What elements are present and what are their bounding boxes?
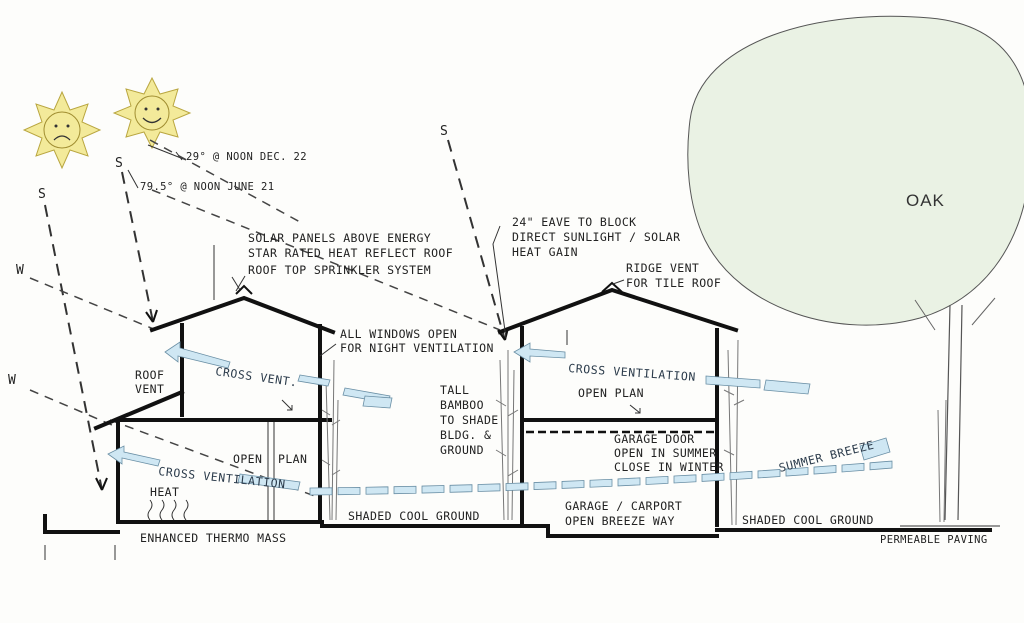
garage-label: OPEN BREEZE WAY bbox=[565, 514, 675, 528]
roof-vent-label: ROOF bbox=[135, 368, 164, 382]
sprinkler-label: ROOF TOP SPRINKLER SYSTEM bbox=[248, 263, 431, 277]
wind-direction-mark: W bbox=[8, 373, 16, 388]
breeze-dash bbox=[505, 482, 529, 491]
winter-sun-angle-label: 29° @ NOON DEC. 22 bbox=[186, 151, 307, 163]
happy-sun-icon bbox=[112, 76, 192, 150]
garage-door-label: GARAGE DOOR bbox=[614, 432, 695, 446]
breeze-dash bbox=[645, 475, 669, 485]
heat-label: HEAT bbox=[150, 485, 179, 499]
open-plan-left-label: OPEN bbox=[233, 452, 262, 466]
eave-label: DIRECT SUNLIGHT / SOLAR bbox=[512, 230, 680, 244]
garage-label: GARAGE / CARPORT bbox=[565, 499, 682, 513]
shaded-ground-label: SHADED COOL GROUND bbox=[348, 509, 480, 523]
oak-tree-icon: OAK bbox=[687, 15, 1024, 521]
eave-label: 24" EAVE TO BLOCK bbox=[512, 215, 637, 229]
open-plan-right-label: OPEN PLAN bbox=[578, 386, 644, 400]
solar-rays bbox=[29, 139, 509, 499]
eave-label: HEAT GAIN bbox=[512, 245, 578, 259]
bamboo-icon bbox=[321, 339, 947, 526]
cross-ventilation-flow-lower bbox=[107, 437, 893, 496]
cross-ventilation-flow-right bbox=[513, 342, 811, 395]
roof-vent-label: VENT bbox=[135, 382, 164, 396]
breeze-dash bbox=[729, 470, 753, 481]
breeze-dash bbox=[393, 485, 417, 495]
shaded-ground-label: SHADED COOL GROUND bbox=[742, 513, 874, 527]
ridge-vent-label: RIDGE VENT bbox=[626, 261, 699, 275]
sun-direction-mark: S bbox=[115, 156, 123, 171]
cross-vent-label: CROSS VENT. bbox=[215, 364, 299, 389]
solar-panels-label: STAR RATED HEAT REFLECT ROOF bbox=[248, 246, 453, 260]
breeze-dash bbox=[673, 474, 697, 484]
summer-sun-angle-label: 79.5° @ NOON JUNE 21 bbox=[140, 181, 274, 193]
bamboo-label: TO SHADE bbox=[440, 413, 499, 427]
thermo-mass-label: ENHANCED THERMO MASS bbox=[140, 531, 286, 545]
heat-waves-icon bbox=[147, 499, 189, 521]
wind-direction-mark: W bbox=[16, 263, 24, 278]
sad-sun-icon bbox=[22, 90, 102, 170]
garage-door-label: CLOSE IN WINTER bbox=[614, 460, 724, 474]
breeze-dash bbox=[785, 467, 809, 477]
ridge-vent-label: FOR TILE ROOF bbox=[626, 276, 721, 290]
breeze-dash bbox=[477, 483, 501, 492]
sun-direction-mark: S bbox=[440, 124, 448, 139]
breeze-dash bbox=[859, 437, 891, 461]
oak-label: OAK bbox=[906, 191, 945, 210]
permeable-paving-label: PERMEABLE PAVING bbox=[880, 534, 988, 546]
breeze-dash bbox=[337, 486, 361, 496]
breeze-dash bbox=[421, 485, 445, 494]
breeze-dash bbox=[533, 481, 557, 490]
bamboo-label: GROUND bbox=[440, 443, 484, 457]
breeze-dash bbox=[701, 472, 725, 482]
windows-label: FOR NIGHT VENTILATION bbox=[340, 341, 494, 355]
bamboo-label: BAMBOO bbox=[440, 398, 484, 412]
breeze-dash bbox=[841, 462, 865, 473]
breeze-dash bbox=[365, 486, 389, 495]
open-plan-left-label: PLAN bbox=[278, 452, 307, 466]
breeze-dash bbox=[617, 477, 641, 487]
breeze-dash bbox=[309, 487, 333, 496]
breeze-dash bbox=[813, 465, 837, 475]
garage-door-label: OPEN IN SUMMER bbox=[614, 446, 717, 460]
solar-panels-label: SOLAR PANELS ABOVE ENERGY bbox=[248, 231, 431, 245]
breeze-dash bbox=[589, 478, 613, 488]
breeze-dash bbox=[561, 480, 585, 489]
bamboo-label: BLDG. & bbox=[440, 428, 491, 442]
breeze-dash bbox=[869, 460, 893, 471]
sun-direction-mark: S bbox=[38, 187, 46, 202]
cross-ventilation-right-label: CROSS VENTILATION bbox=[568, 361, 697, 384]
bamboo-label: TALL bbox=[440, 383, 469, 397]
cross-vent-flow-upper-left bbox=[164, 341, 393, 409]
right-building-section bbox=[497, 281, 1000, 538]
breeze-dash bbox=[757, 469, 781, 479]
windows-label: ALL WINDOWS OPEN bbox=[340, 327, 457, 341]
breeze-dash bbox=[449, 484, 473, 493]
